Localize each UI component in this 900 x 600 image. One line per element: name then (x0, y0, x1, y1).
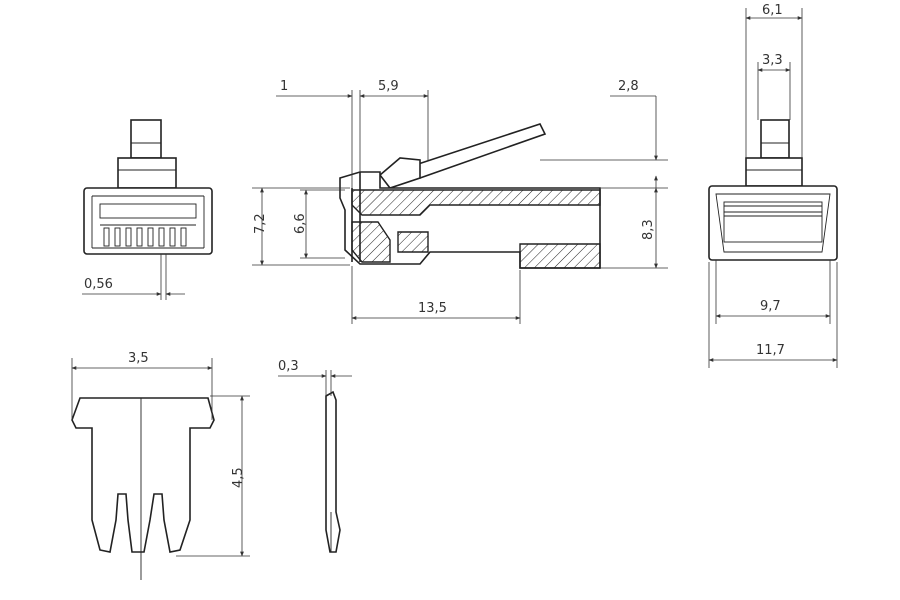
dim-rear-outer-width: 11,7 (756, 343, 785, 358)
side-latch-lever (397, 123, 547, 179)
dim-side-latch-length: 5,9 (378, 79, 399, 94)
contact-blade-side (325, 390, 341, 553)
dim-contact-width: 3,5 (128, 351, 149, 366)
rear-latch-block (745, 157, 803, 187)
dim-front-height-outer: 7,2 (253, 213, 268, 234)
dim-contact-thickness: 0,3 (278, 359, 299, 374)
rear-view: 6,1 3,3 9,7 11,7 (708, 3, 838, 368)
dim-side-body-length: 13,5 (418, 301, 447, 316)
contact-thickness-view: 0,3 (278, 359, 352, 553)
front-view: 0,56 (82, 119, 213, 300)
side-view: 1 5,9 7,2 6,6 13,5 2,8 8,3 (252, 79, 668, 324)
contact-blade (71, 397, 215, 553)
dim-front-pin-pitch: 0,56 (84, 277, 113, 292)
dim-side-total-height: 8,3 (641, 219, 656, 240)
front-pins (103, 227, 187, 247)
dim-rear-latch-width-outer: 6,1 (762, 3, 783, 18)
dim-side-latch-height: 2,8 (618, 79, 639, 94)
contact-blade-view: 3,5 4,5 (71, 351, 250, 580)
rear-body (708, 185, 838, 261)
rear-latch-stub (760, 119, 790, 159)
front-body (83, 187, 213, 255)
front-latch-block (117, 157, 177, 189)
dim-contact-height: 4,5 (231, 467, 246, 488)
dim-side-top-offset: 1 (280, 79, 288, 94)
dim-rear-latch-width-inner: 3,3 (762, 53, 783, 68)
front-latch-stub (130, 119, 162, 159)
dim-rear-inner-width: 9,7 (760, 299, 781, 314)
dim-front-height-inner: 6,6 (293, 213, 308, 234)
